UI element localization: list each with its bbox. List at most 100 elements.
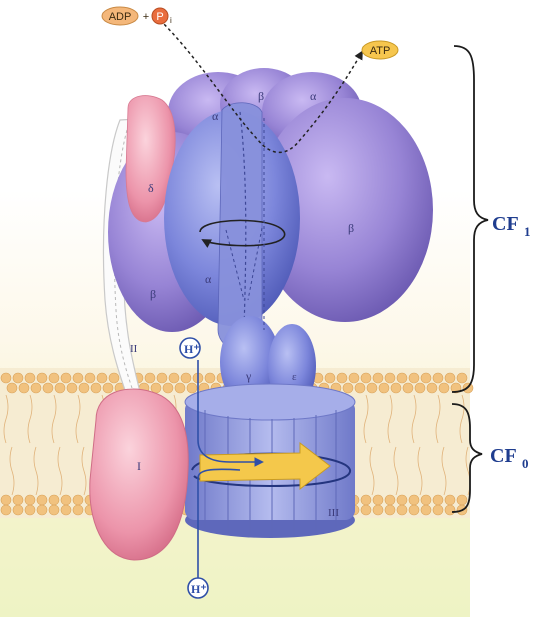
lipid-head bbox=[175, 383, 185, 393]
lipid-head bbox=[13, 373, 23, 383]
atp-text: ATP bbox=[370, 45, 391, 57]
lipid-head bbox=[97, 373, 107, 383]
proton-top-text: H⁺ bbox=[184, 342, 200, 356]
label-alpha-top-right: α bbox=[310, 89, 317, 103]
lipid-head bbox=[355, 383, 365, 393]
lipid-head bbox=[1, 505, 11, 515]
lipid-head bbox=[103, 383, 113, 393]
adp-text: ADP bbox=[109, 11, 132, 23]
label-II: II bbox=[130, 343, 138, 355]
label-III: III bbox=[328, 507, 339, 519]
lipid-head bbox=[181, 373, 191, 383]
lipid-head bbox=[109, 373, 119, 383]
subunit-I bbox=[90, 389, 188, 560]
lipid-head bbox=[373, 495, 383, 505]
lipid-head bbox=[79, 383, 89, 393]
lipid-head bbox=[421, 505, 431, 515]
lipid-head bbox=[433, 373, 443, 383]
lipid-head bbox=[157, 373, 167, 383]
lipid-head bbox=[67, 383, 77, 393]
cf1-subscript: 1 bbox=[524, 224, 531, 239]
label-beta-right: β bbox=[348, 221, 354, 235]
lipid-head bbox=[415, 383, 425, 393]
atp-label: ATP bbox=[362, 41, 398, 59]
lipid-head bbox=[361, 505, 371, 515]
lipid-head bbox=[145, 373, 155, 383]
lipid-head bbox=[85, 373, 95, 383]
plus-text: + bbox=[143, 11, 149, 23]
label-I: I bbox=[137, 459, 141, 473]
lipid-head bbox=[349, 373, 359, 383]
lipid-head bbox=[13, 505, 23, 515]
lipid-head bbox=[205, 373, 215, 383]
lipid-head bbox=[91, 383, 101, 393]
lipid-head bbox=[151, 383, 161, 393]
lipid-head bbox=[427, 383, 437, 393]
lipid-head bbox=[73, 495, 83, 505]
label-epsilon: ε bbox=[292, 371, 297, 383]
lipid-head bbox=[43, 383, 53, 393]
lipid-head bbox=[367, 383, 377, 393]
lipid-head bbox=[421, 495, 431, 505]
lipid-head bbox=[343, 383, 353, 393]
lipid-head bbox=[337, 373, 347, 383]
lipid-head bbox=[385, 373, 395, 383]
cf0-region-label: CF 0 bbox=[490, 445, 529, 471]
lipid-head bbox=[55, 383, 65, 393]
lipid-head bbox=[445, 495, 455, 505]
lipid-head bbox=[49, 373, 59, 383]
lipid-head bbox=[373, 505, 383, 515]
lipid-head bbox=[433, 495, 443, 505]
lipid-head bbox=[397, 505, 407, 515]
lipid-head bbox=[31, 383, 41, 393]
label-beta-top-mid: β bbox=[258, 89, 264, 103]
proton-top: H⁺ bbox=[180, 338, 200, 358]
lipid-head bbox=[397, 495, 407, 505]
lipid-head bbox=[7, 383, 17, 393]
label-alpha-top-left: α bbox=[212, 109, 219, 123]
lipid-head bbox=[163, 383, 173, 393]
label-gamma: γ bbox=[245, 369, 252, 383]
cf1-text: CF bbox=[492, 213, 519, 235]
proton-bottom: H⁺ bbox=[188, 578, 208, 598]
pi-text: P bbox=[156, 11, 163, 23]
lipid-head bbox=[25, 373, 35, 383]
lipid-head bbox=[385, 505, 395, 515]
lipid-head bbox=[49, 495, 59, 505]
lipid-head bbox=[379, 383, 389, 393]
cf0-text: CF bbox=[490, 445, 517, 467]
lipid-head bbox=[37, 495, 47, 505]
adp-pi-label: ADP + P i bbox=[102, 7, 172, 25]
pi-subscript: i bbox=[170, 16, 172, 25]
lipid-head bbox=[187, 383, 197, 393]
lipid-head bbox=[409, 505, 419, 515]
lipid-head bbox=[439, 383, 449, 393]
label-delta: δ bbox=[148, 181, 154, 195]
cf1-region-label: CF 1 bbox=[492, 213, 531, 239]
lipid-head bbox=[25, 495, 35, 505]
lipid-head bbox=[409, 495, 419, 505]
lipid-head bbox=[391, 383, 401, 393]
lipid-head bbox=[445, 505, 455, 515]
lipid-head bbox=[61, 373, 71, 383]
lipid-head bbox=[13, 495, 23, 505]
lipid-head bbox=[169, 373, 179, 383]
lipid-head bbox=[361, 495, 371, 505]
label-alpha-front: α bbox=[205, 272, 212, 286]
lipid-head bbox=[409, 373, 419, 383]
lipid-head bbox=[1, 373, 11, 383]
lipid-head bbox=[19, 383, 29, 393]
lipid-head bbox=[37, 505, 47, 515]
lipid-head bbox=[61, 495, 71, 505]
lipid-head bbox=[73, 505, 83, 515]
lipid-head bbox=[457, 495, 467, 505]
lipid-head bbox=[49, 505, 59, 515]
proton-bottom-text: H⁺ bbox=[191, 582, 207, 596]
lipid-head bbox=[37, 373, 47, 383]
lipid-head bbox=[457, 373, 467, 383]
lipid-head bbox=[1, 495, 11, 505]
lipid-head bbox=[433, 505, 443, 515]
lipid-head bbox=[61, 505, 71, 515]
